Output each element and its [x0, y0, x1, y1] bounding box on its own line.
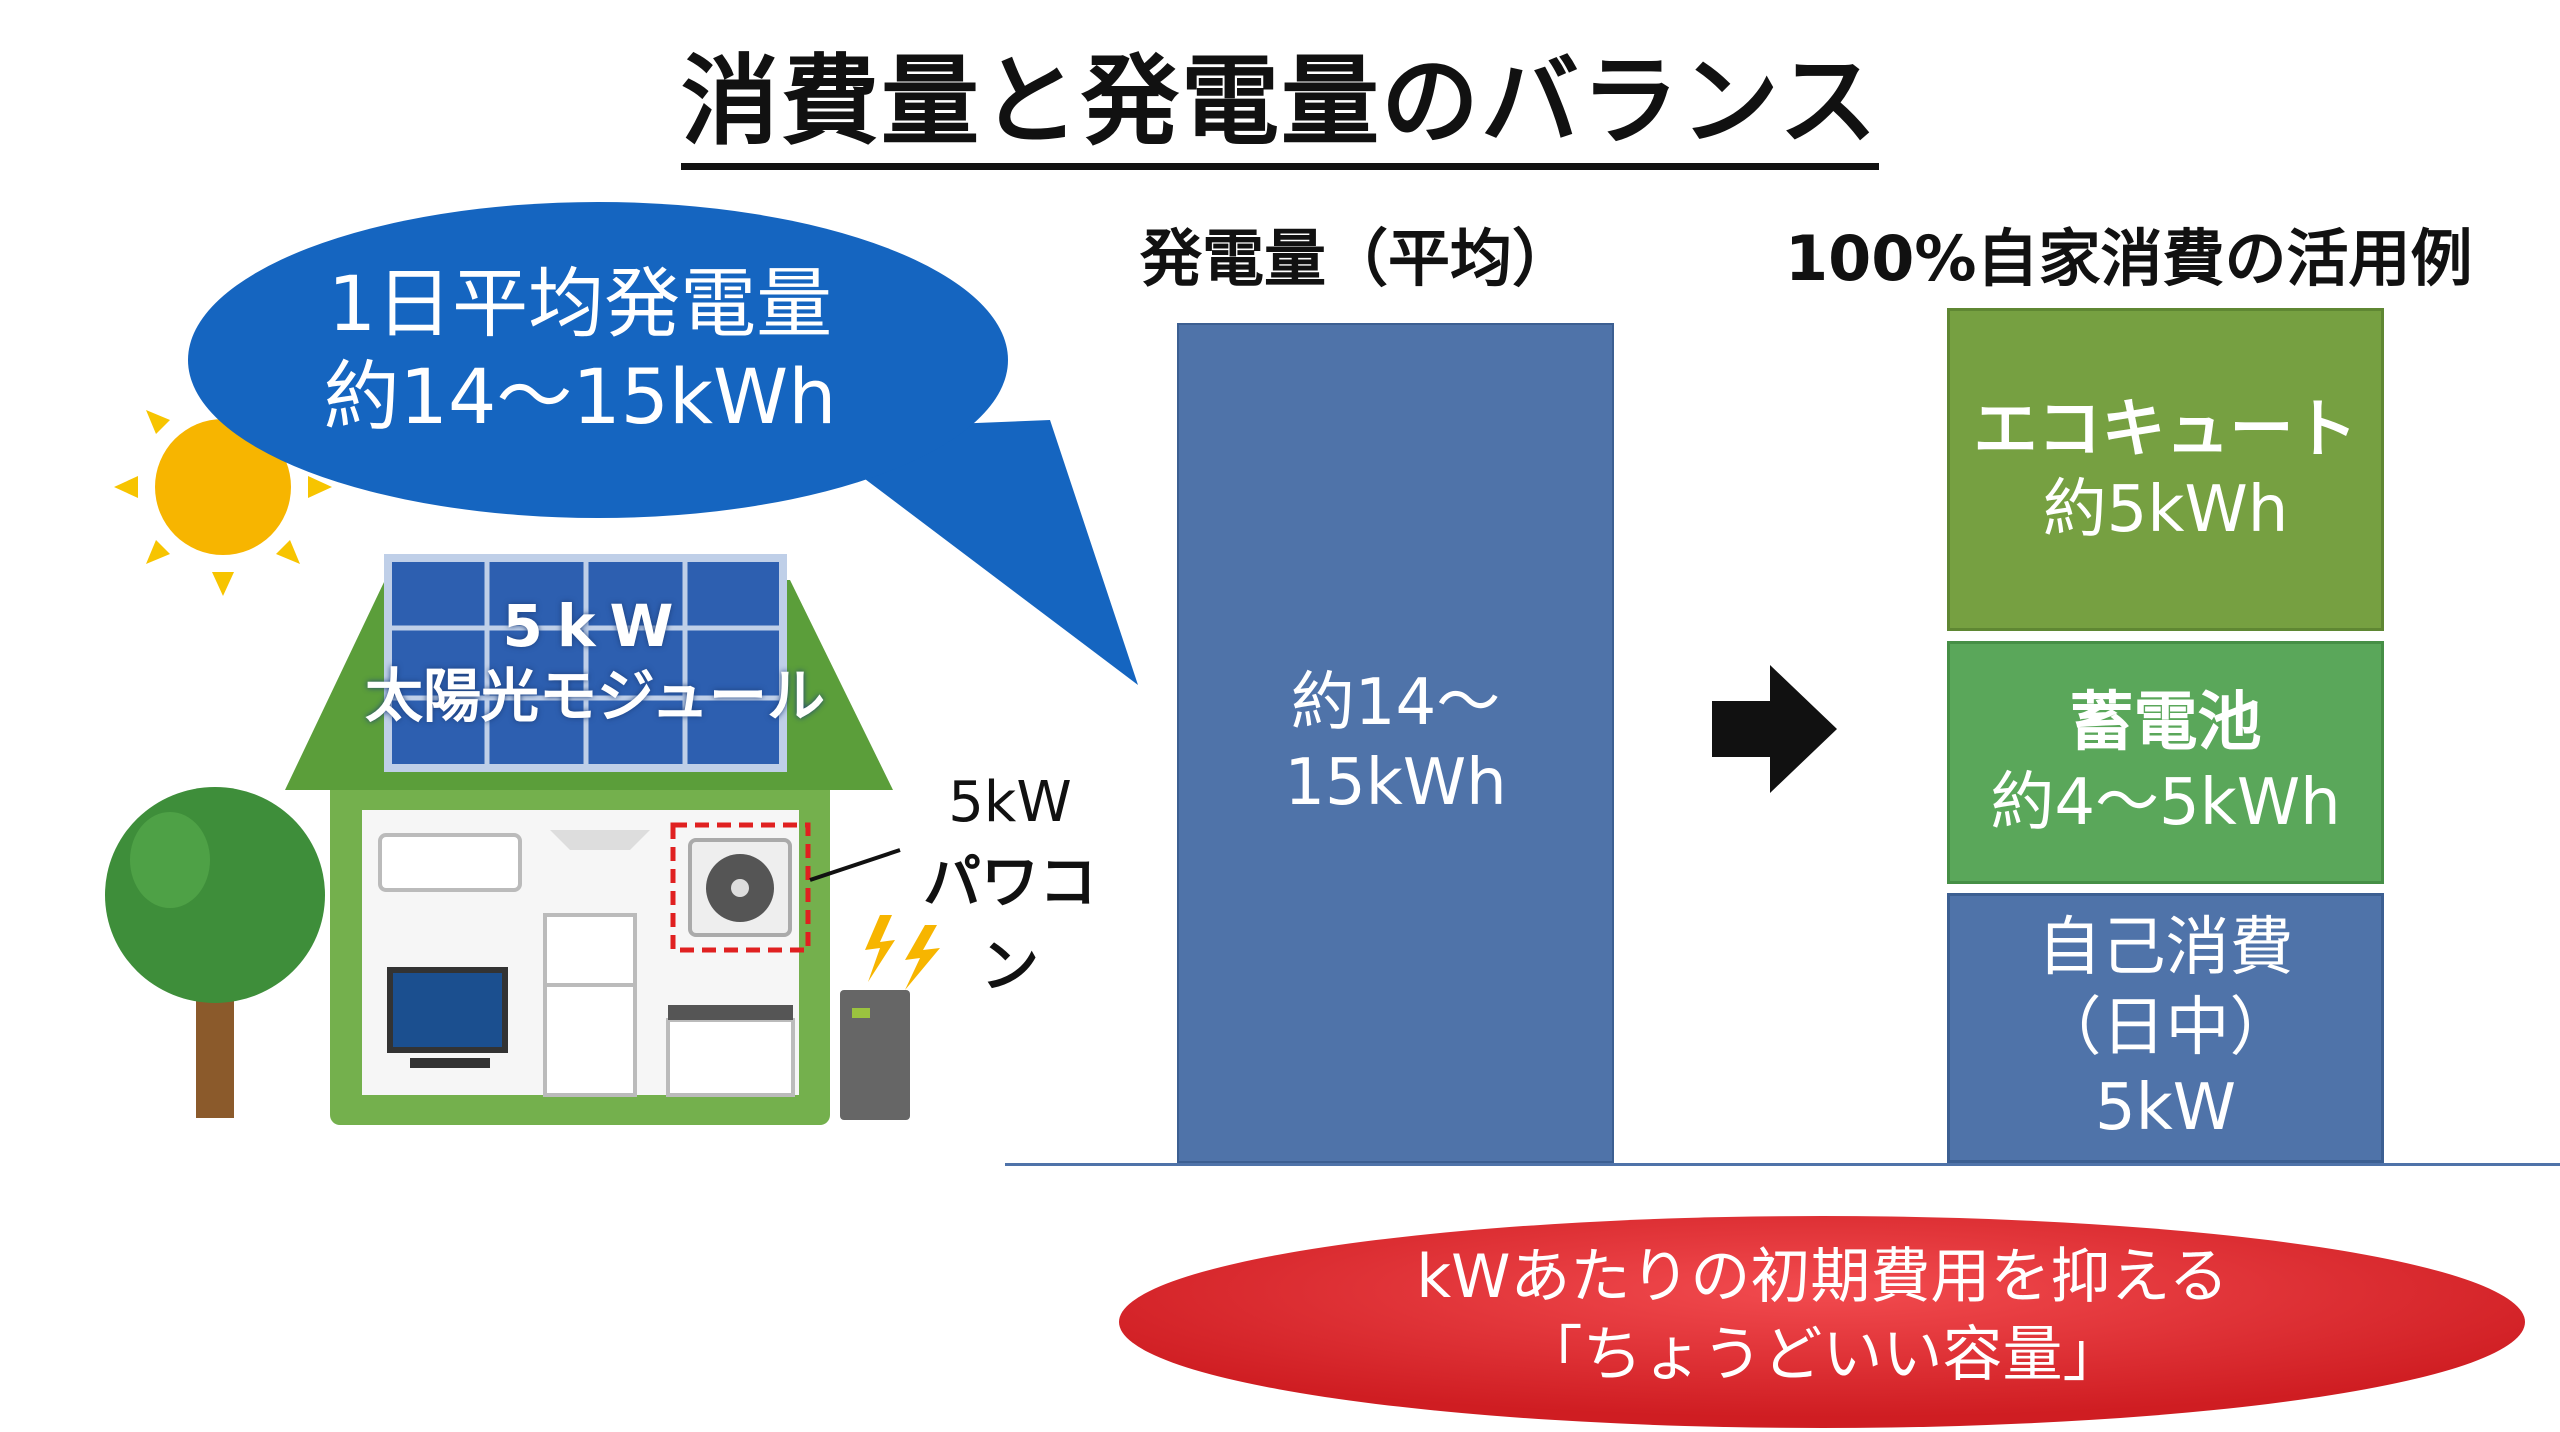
solar-panel-icon [384, 554, 787, 772]
self-consumption-block: 自己消費 （日中） 5kW [1947, 893, 2384, 1163]
house-icon [285, 554, 940, 1125]
bubble-text: 1日平均発電量 約14〜15kWh [323, 259, 837, 441]
inverter-icon [670, 822, 811, 953]
tree-icon [105, 787, 325, 1118]
battery-block: 蓄電池 約4〜5kWh [1947, 641, 2384, 884]
house-illustration [105, 202, 1138, 1125]
usage-heading: 100%自家消費の活用例 [1785, 222, 2473, 295]
speech-bubble [188, 202, 1138, 685]
right-arrow-icon [1712, 665, 1837, 793]
ecocute-block: エコキュート 約5kWh [1947, 308, 2384, 631]
lightning-icon [865, 915, 940, 990]
generation-bar: 約14〜 15kWh [1177, 323, 1614, 1163]
conclusion-text: kWあたりの初期費用を抑える 「ちょうどいい容量」 [1416, 1242, 2229, 1390]
page-title: 消費量と発電量のバランス [0, 22, 2560, 170]
inverter-label: 5kW パワコン [922, 770, 1097, 1000]
conclusion-ellipse [1119, 1216, 2525, 1428]
generation-heading: 発電量（平均） [1140, 222, 1575, 295]
panel-label: 5kW 太陽光モジュール [365, 592, 825, 730]
baseline [1005, 1163, 2560, 1166]
